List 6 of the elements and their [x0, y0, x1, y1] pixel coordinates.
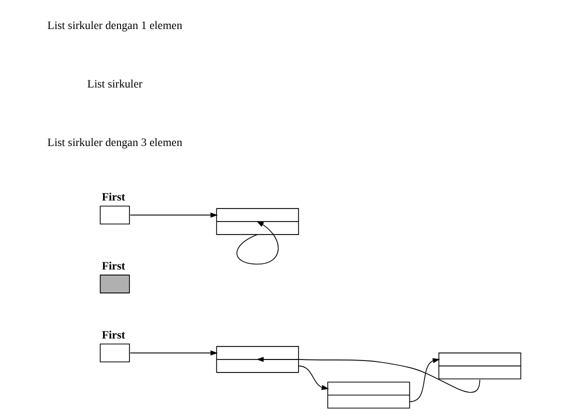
label: List sirkuler	[87, 78, 142, 90]
node-label: First	[102, 330, 126, 342]
label: List sirkuler dengan 3 elemen	[47, 136, 182, 149]
node-label: First	[102, 192, 126, 204]
node-label: First	[102, 260, 126, 273]
label: List sirkuler dengan 1 elemen	[47, 20, 182, 32]
